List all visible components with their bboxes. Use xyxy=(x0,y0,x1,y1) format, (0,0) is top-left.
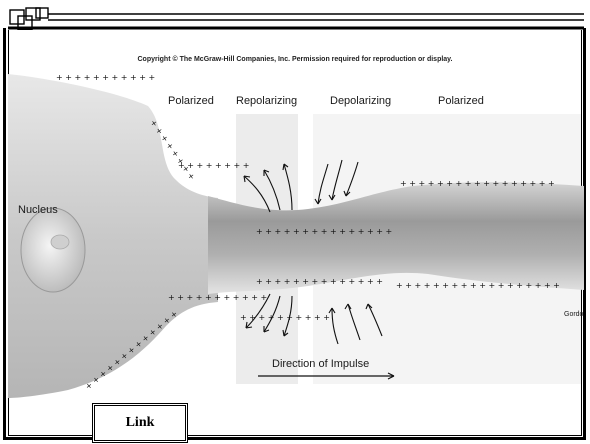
svg-text:+ + + + + + + + + + + + + + +: + + + + + + + + + + + + + + + + + xyxy=(400,179,555,188)
svg-text:+ + + + + + + + + + + + + + +: + + + + + + + + + + + + + + + xyxy=(256,227,392,236)
label-polarized-left: Polarized xyxy=(168,95,214,107)
label-direction-of-impulse: Direction of Impulse xyxy=(272,358,369,370)
link-box[interactable]: Link xyxy=(92,403,188,443)
label-repolarizing: Repolarizing xyxy=(236,95,297,107)
copyright-notice: Copyright © The McGraw-Hill Companies, I… xyxy=(0,56,590,63)
svg-text:+ + + + + + + + + + +: + + + + + + + + + + + xyxy=(56,73,155,82)
neuron-diagram: + + + + + + + + + + + + + + + + + + + + … xyxy=(8,64,584,398)
svg-text:+ + + + + + + + + + +: + + + + + + + + + + + xyxy=(168,293,267,302)
frame-corner-ornament xyxy=(8,6,584,30)
artist-credit: Gordo xyxy=(564,311,584,318)
svg-text:+ + + + + + + + + + + + + +: + + + + + + + + + + + + + + xyxy=(256,277,383,286)
svg-text:+ + + + + + + + + +: + + + + + + + + + + xyxy=(240,313,330,322)
label-polarized-right: Polarized xyxy=(438,95,484,107)
label-depolarizing: Depolarizing xyxy=(330,95,391,107)
nucleus xyxy=(21,208,85,292)
label-nucleus: Nucleus xyxy=(18,204,58,216)
svg-text:+ + + + + + + +: + + + + + + + + xyxy=(178,161,249,170)
link-button[interactable]: Link xyxy=(126,415,155,431)
svg-text:+ + + + + + + + + + + + + + +: + + + + + + + + + + + + + + + + + + xyxy=(396,281,560,290)
